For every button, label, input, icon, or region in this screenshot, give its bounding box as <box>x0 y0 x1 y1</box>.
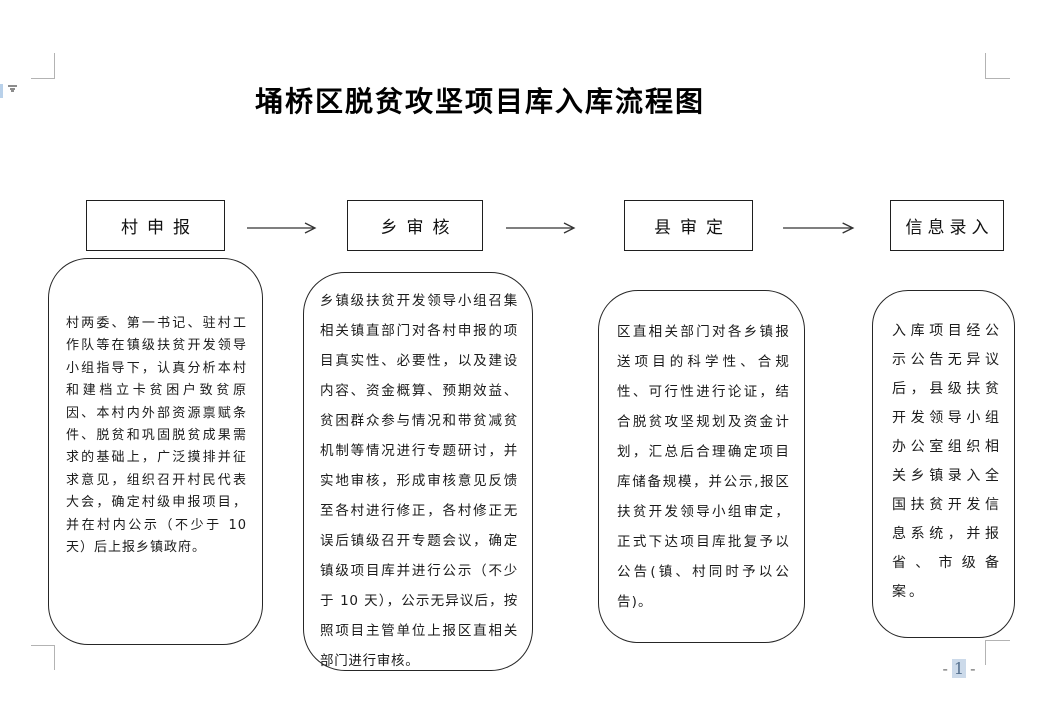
flow-arrow-icon <box>782 220 856 236</box>
crop-mark-top-right-icon <box>985 53 1010 79</box>
margin-highlight-bar <box>0 84 3 98</box>
detail-text: 村两委、第一书记、驻村工作队等在镇级扶贫开发领导小组指导下，认真分析本村和建档立… <box>66 316 247 556</box>
detail-box-info-entry[interactable]: 入库项目经公示公告无异议后，县级扶贫开发领导小组办公室组织相关乡镇录入全国扶贫开… <box>872 290 1015 638</box>
flow-arrow-icon <box>246 220 318 236</box>
stage-box-info-entry[interactable]: 信息录入 <box>890 200 1004 251</box>
stage-label: 县审定 <box>654 218 732 238</box>
page-number-dash: - <box>942 659 948 678</box>
stage-box-village-report[interactable]: 村申报 <box>86 200 225 251</box>
stage-box-township-review[interactable]: 乡审核 <box>347 200 483 251</box>
crop-mark-top-left-icon <box>31 53 55 79</box>
page-number: -1- <box>930 659 988 678</box>
flow-arrow-icon <box>505 220 577 236</box>
page-number-field: 1 <box>951 659 967 678</box>
stage-label: 乡审核 <box>380 218 459 238</box>
stage-label: 村申报 <box>121 218 199 238</box>
detail-text: 乡镇级扶贫开发领导小组召集相关镇直部门对各村申报的项目真实性、必要性，以及建设内… <box>320 293 518 669</box>
document-title: 埇桥区脱贫攻坚项目库入库流程图 <box>254 85 705 118</box>
detail-box-village-report[interactable]: 村两委、第一书记、驻村工作队等在镇级扶贫开发领导小组指导下，认真分析本村和建档立… <box>48 258 263 645</box>
ruler-indent-marker-icon <box>8 85 18 93</box>
stage-box-county-approval[interactable]: 县审定 <box>624 200 753 251</box>
crop-mark-bottom-left-icon <box>31 645 55 670</box>
detail-box-county-approval[interactable]: 区直相关部门对各乡镇报送项目的科学性、合规性、可行性进行论证，结合脱贫攻坚规划及… <box>598 290 805 643</box>
stage-label: 信息录入 <box>905 218 994 238</box>
crop-mark-bottom-right-icon <box>985 640 1010 665</box>
page-number-dash: - <box>970 659 976 678</box>
detail-text: 区直相关部门对各乡镇报送项目的科学性、合规性、可行性进行论证，结合脱贫攻坚规划及… <box>617 324 790 610</box>
detail-box-township-review[interactable]: 乡镇级扶贫开发领导小组召集相关镇直部门对各村申报的项目真实性、必要性，以及建设内… <box>303 272 533 671</box>
detail-text: 入库项目经公示公告无异议后，县级扶贫开发领导小组办公室组织相关乡镇录入全国扶贫开… <box>892 323 1002 600</box>
